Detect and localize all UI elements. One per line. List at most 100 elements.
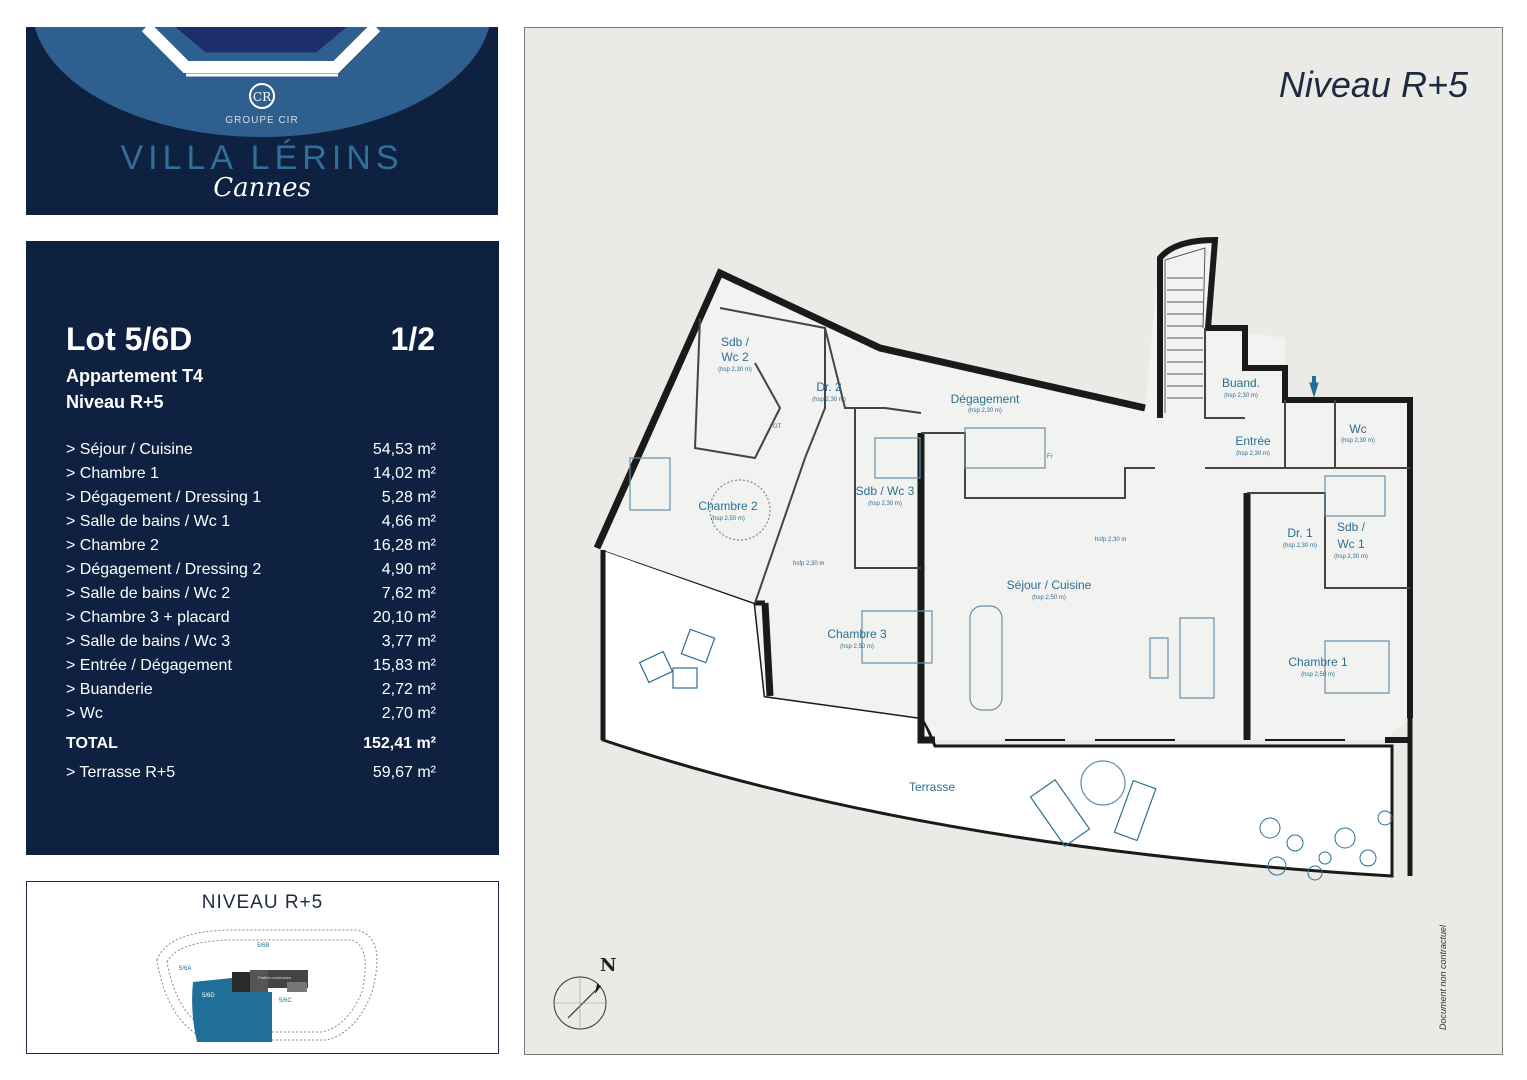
room-area: 7,62 m²	[381, 585, 436, 602]
label-buanderie: Buand.	[1222, 376, 1260, 390]
terrace-area: 59,67 m²	[372, 764, 436, 781]
room-row: > Chambre 3 + placard 20,10 m²	[66, 609, 436, 633]
room-row: > Entrée / Dégagement 15,83 m²	[66, 657, 436, 681]
room-name: > Wc	[66, 705, 103, 722]
lot-type: Appartement T4	[66, 366, 204, 386]
wall	[917, 433, 935, 744]
room-name: > Dégagement / Dressing 2	[66, 561, 262, 578]
north-compass-icon	[553, 976, 607, 1030]
label-sdb-wc1: Wc 1	[1337, 537, 1365, 551]
room-name: > Buanderie	[66, 681, 153, 698]
room-area: 5,28 m²	[381, 489, 436, 506]
total-area: 152,41 m²	[363, 735, 436, 752]
wall	[1157, 236, 1413, 718]
label-height: (hsp 2,30 m)	[1341, 438, 1375, 444]
terrace-label: > Terrasse R+5	[66, 764, 176, 781]
key-plan: NIVEAU R+5 5/6B 5/6A 5/6C 5/6D Parties c…	[26, 881, 499, 1054]
label-fr: Fr	[1047, 454, 1053, 460]
label-terrasse: Terrasse	[909, 780, 955, 794]
label-height: (hsp 2,30 m)	[1334, 554, 1368, 560]
room-area: 16,28 m²	[372, 537, 436, 554]
label-height: (hsp 2,30 m)	[968, 408, 1002, 414]
room-row: > Buanderie 2,72 m²	[66, 681, 436, 705]
key-plan-lot-6b: 5/6B	[257, 943, 269, 949]
room-area: 14,02 m²	[372, 465, 436, 482]
partitions	[693, 307, 1410, 604]
label-sdb-wc2: Sdb /	[721, 335, 750, 349]
room-name: > Dégagement / Dressing 1	[66, 489, 262, 506]
label-hsfp: hsfp 2,30 m	[793, 561, 824, 567]
staircase	[1164, 247, 1206, 413]
label-height: (hsp 2,30 m)	[812, 397, 846, 403]
label-chambre3: Chambre 3	[827, 627, 887, 641]
brand-header: CR GROUPE CIR VILLA LÉRINS Cannes	[26, 27, 498, 215]
room-name: > Chambre 1	[66, 465, 159, 482]
label-height: (hsp 2,30 m)	[868, 501, 902, 507]
disclaimer: Document non contractuel	[1438, 924, 1448, 1030]
entrance-arrow-icon	[1309, 382, 1319, 398]
label-dr1: Dr. 1	[1287, 526, 1313, 540]
room-name: > Chambre 3 + placard	[66, 609, 230, 626]
key-plan-lot-6a: 5/6A	[179, 966, 191, 972]
label-gt: GT	[773, 424, 782, 430]
label-wc: Wc	[1349, 422, 1366, 436]
furniture	[629, 427, 1390, 806]
label-height: (hsp 2,50 m)	[840, 644, 874, 650]
key-plan-title: NIVEAU R+5	[201, 892, 324, 913]
key-plan-lot-6d: 5/6D	[202, 993, 215, 999]
terrace-furniture	[638, 628, 1157, 848]
room-area: 3,77 m²	[381, 633, 436, 650]
label-chambre2: Chambre 2	[698, 499, 758, 513]
wall	[761, 602, 774, 697]
total-label: TOTAL	[66, 735, 118, 752]
key-plan-common: Parties communes	[258, 975, 291, 980]
room-area: 20,10 m²	[372, 609, 436, 626]
brand-logo-arch: CR	[34, 27, 490, 137]
label-height: (hsp 2,30 m)	[1283, 543, 1317, 549]
label-height: (hsp 2,50 m)	[1301, 672, 1335, 678]
label-degagement: Dégagement	[951, 392, 1020, 406]
total-row: TOTAL 152,41 m²	[66, 735, 436, 753]
label-sdb-wc3: Sdb / Wc 3	[856, 484, 915, 498]
room-area: 2,70 m²	[381, 705, 436, 722]
room-row: > Chambre 1 14,02 m²	[66, 465, 436, 489]
label-hsfp: hsfp 2,30 m	[1095, 537, 1126, 543]
room-area: 2,72 m²	[381, 681, 436, 698]
room-row: > Dégagement / Dressing 2 4,90 m²	[66, 561, 436, 585]
room-area: 54,53 m²	[372, 441, 436, 458]
room-row: > Salle de bains / Wc 2 7,62 m²	[66, 585, 436, 609]
room-name: > Entrée / Dégagement	[66, 657, 232, 674]
label-height: (hsp 2,30 m)	[718, 367, 752, 373]
key-plan-drawing: 5/6B 5/6A 5/6C 5/6D Parties communes	[156, 929, 378, 1042]
room-row: > Dégagement / Dressing 1 5,28 m²	[66, 489, 436, 513]
terrace-area-shape	[601, 548, 1394, 878]
label-chambre1: Chambre 1	[1288, 655, 1348, 669]
terrace-row: > Terrasse R+5 59,67 m²	[66, 764, 436, 782]
label-dr2: Dr. 2	[816, 380, 842, 394]
svg-text:CR: CR	[253, 90, 272, 104]
label-entree: Entrée	[1235, 434, 1271, 448]
room-row: > Séjour / Cuisine 54,53 m²	[66, 441, 436, 465]
floor-plan-drawing: Sdb / Wc 2 (hsp 2,30 m) Dr. 2 (hsp 2,30 …	[553, 236, 1413, 1030]
room-name: > Séjour / Cuisine	[66, 441, 193, 458]
room-area: 4,90 m²	[381, 561, 436, 578]
wall	[593, 268, 1146, 550]
label-height: (hsp 2,30 m)	[1236, 451, 1270, 457]
room-row: > Salle de bains / Wc 1 4,66 m²	[66, 513, 436, 537]
plan-level-title: Niveau R+5	[1278, 64, 1468, 105]
label-height: (hsp 2,50 m)	[711, 516, 745, 522]
room-area: 15,83 m²	[372, 657, 436, 674]
room-area: 4,66 m²	[381, 513, 436, 530]
label-height: (hsp 2,50 m)	[1032, 595, 1066, 601]
room-name: > Salle de bains / Wc 1	[66, 513, 231, 530]
label-sdb-wc2: Wc 2	[721, 350, 749, 364]
brand-group-name: GROUPE CIR	[225, 115, 299, 126]
key-plan-lot-6c: 5/6C	[279, 998, 292, 1004]
room-row: > Wc 2,70 m²	[66, 705, 436, 729]
lot-page-number: 1/2	[390, 321, 435, 357]
lot-level: Niveau R+5	[66, 392, 164, 412]
room-name: > Salle de bains / Wc 2	[66, 585, 231, 602]
label-sdb-wc1: Sdb /	[1337, 520, 1366, 534]
